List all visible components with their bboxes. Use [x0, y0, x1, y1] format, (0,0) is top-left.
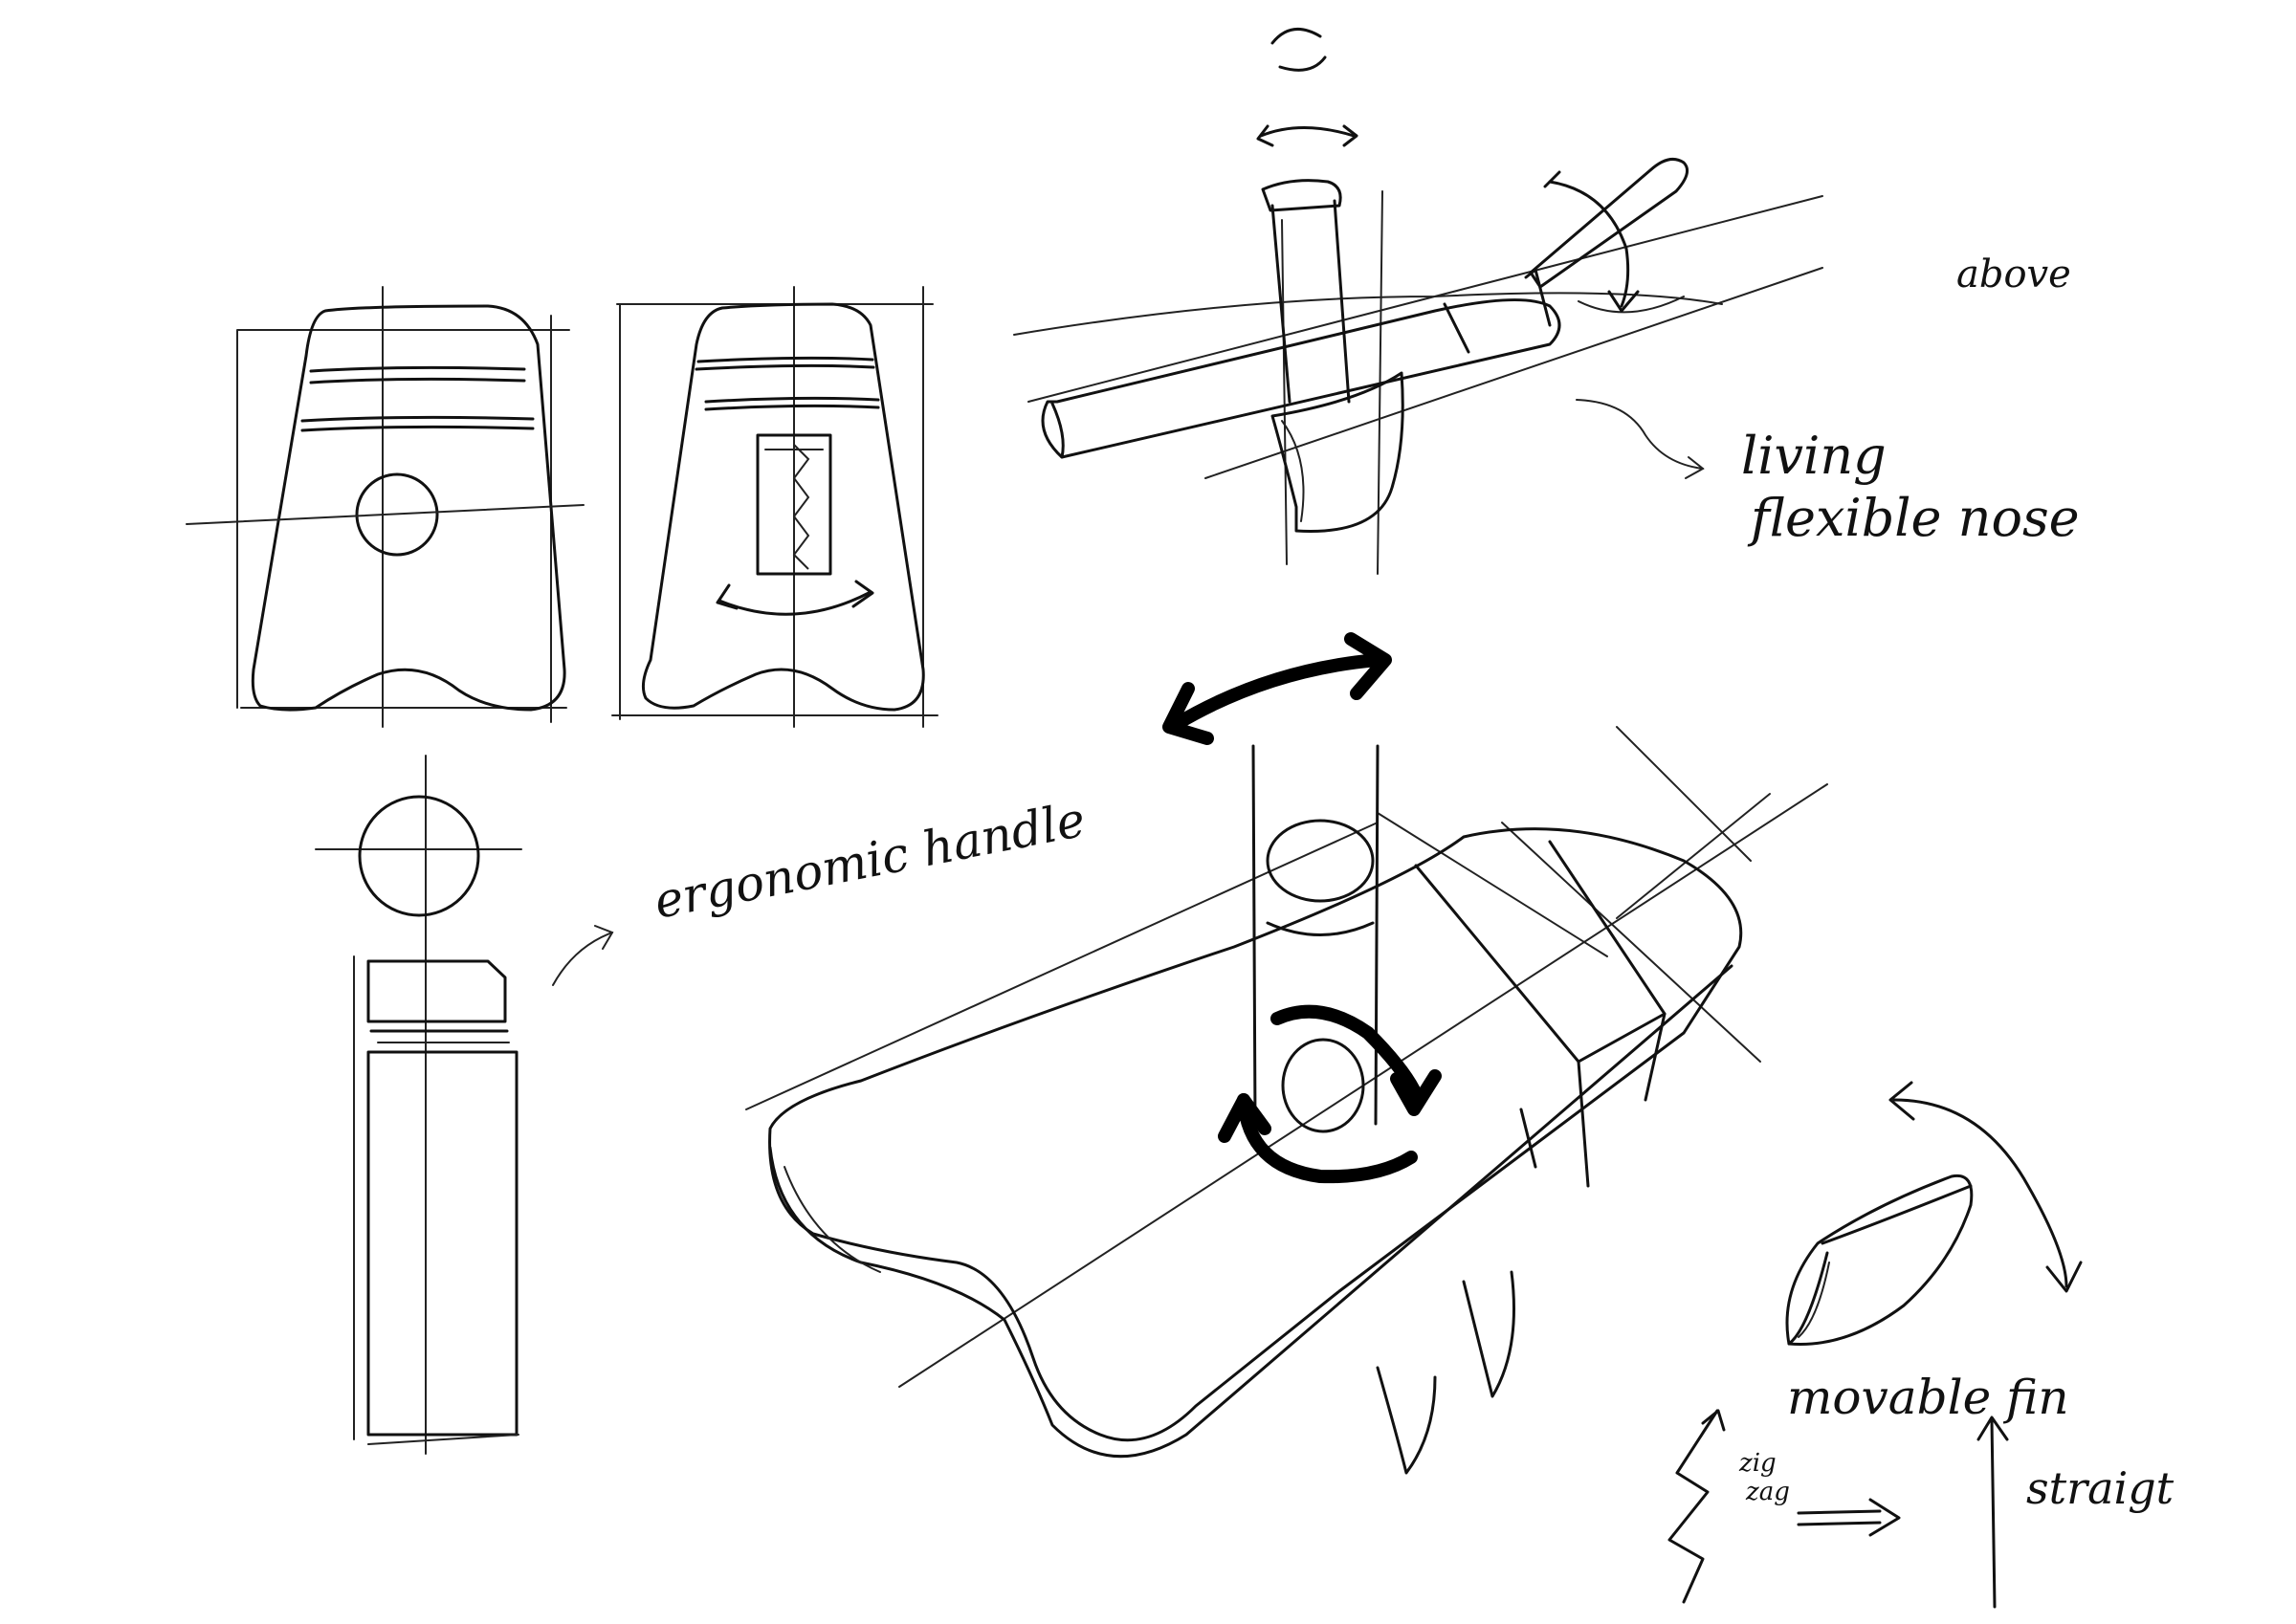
rotation-arrow-lower-icon	[1237, 1093, 1418, 1184]
handle-top-circle	[358, 795, 480, 917]
straight-arrow-icon	[1976, 1416, 2009, 1609]
zigzag-icon	[1667, 1409, 1719, 1604]
label-zag: zag	[1745, 1478, 1790, 1506]
stem-base	[1281, 1038, 1365, 1133]
double-arrow-icon	[1168, 653, 1384, 732]
handle-socket-hole	[355, 472, 439, 557]
label-above: above	[1956, 252, 2071, 296]
rotation-arrow-upper-icon	[1270, 1004, 1421, 1097]
handle-side-view	[315, 755, 614, 1455]
label-nose-line1: living	[1741, 426, 1887, 486]
front-view-slot	[611, 286, 938, 728]
rotation-arrow-icon	[718, 591, 871, 616]
stem-top	[1266, 819, 1375, 903]
label-zig: zig	[1738, 1449, 1777, 1478]
swing-arrow-icon	[1259, 126, 1356, 138]
movable-fin-detail	[1785, 1081, 2083, 1346]
perspective-view	[745, 726, 1828, 1475]
motion-legend	[1667, 1409, 2009, 1609]
arrow-right-icon	[1797, 1498, 1901, 1537]
label-straight: straigt	[2026, 1462, 2175, 1514]
label-fin: movable fin	[1787, 1370, 2069, 1425]
label-handle: ergonomic handle	[650, 792, 1090, 930]
fin-swing-arrow-icon	[1892, 1098, 2068, 1288]
label-nose-line2: flexible nose	[1747, 488, 2080, 548]
handle-slot	[756, 433, 832, 576]
flex-arrow-icon	[1548, 180, 1630, 308]
front-view-hole	[186, 286, 585, 728]
top-view-nose	[1013, 28, 1823, 575]
spin-arrow-icon	[1270, 28, 1322, 45]
